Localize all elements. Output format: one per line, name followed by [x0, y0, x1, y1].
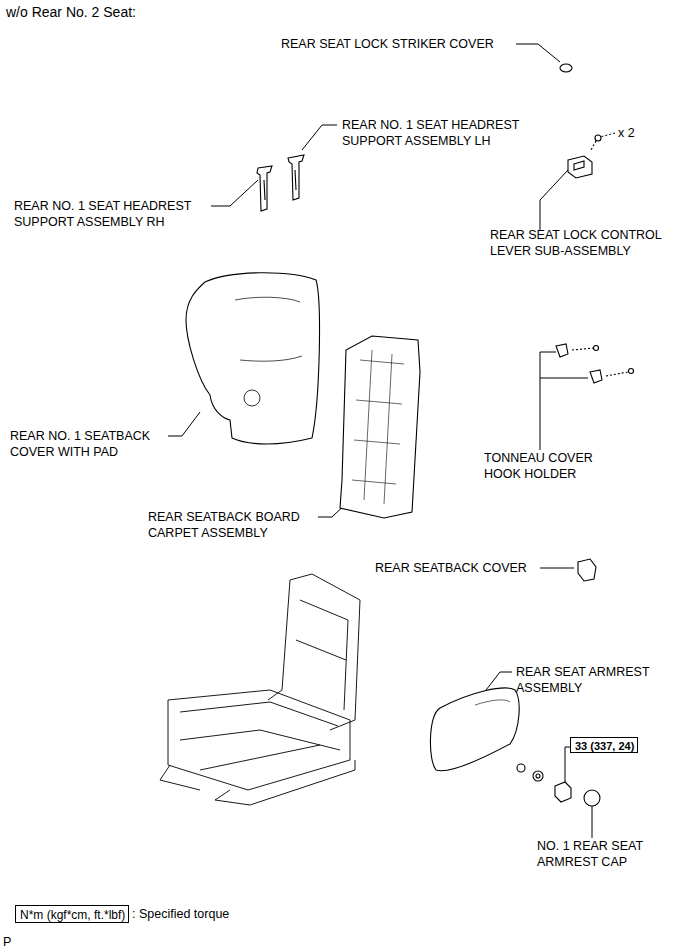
- leader-line: [302, 125, 337, 150]
- torque-value: 33 (337, 24): [575, 740, 633, 752]
- armrest: [430, 688, 519, 771]
- washer: [517, 764, 525, 772]
- part-label: : Specified torque: [132, 906, 229, 922]
- part-label: REAR SEAT LOCK CONTROL LEVER SUB-ASSEMBL…: [490, 227, 686, 259]
- leader-line: [592, 806, 593, 838]
- headrest-support-lh: [288, 155, 304, 200]
- leader-line: [540, 568, 574, 569]
- seat-frame: [160, 574, 360, 805]
- part-label: REAR NO. 1 SEAT HEADREST SUPPORT ASSEMBL…: [342, 117, 547, 149]
- headrest-support-rh: [257, 166, 272, 211]
- part-label: P: [3, 934, 11, 950]
- hook-holder: [590, 370, 602, 383]
- torque-value: N*m (kgf*cm, ft.*lbf): [20, 908, 124, 922]
- part-label: REAR NO. 1 SEATBACK COVER WITH PAD: [10, 428, 180, 460]
- seatback-cover-pad: [186, 273, 319, 444]
- leader-line: [600, 133, 615, 137]
- leader-line: [211, 180, 258, 206]
- torque-box: 33 (337, 24): [570, 737, 638, 753]
- lock-control-lever: [568, 135, 601, 178]
- rear-seatback-cover: [578, 559, 596, 581]
- part-label: REAR SEAT LOCK STRIKER COVER: [281, 36, 494, 52]
- armrest-cap: [584, 790, 600, 806]
- leader-line: [516, 44, 560, 62]
- hook-holder: [556, 344, 568, 357]
- leader-line: [540, 378, 588, 379]
- seatback-board: [340, 336, 420, 518]
- striker-cover: [560, 64, 572, 72]
- part-label: TONNEAU COVER HOOK HOLDER: [484, 450, 614, 482]
- part-label: REAR SEAT ARMREST ASSEMBLY: [516, 664, 674, 696]
- torque-box: N*m (kgf*cm, ft.*lbf): [15, 905, 129, 923]
- part-label: x 2: [618, 125, 635, 141]
- leader-line: [540, 170, 568, 230]
- washer: [533, 771, 543, 781]
- part-label: NO. 1 REAR SEAT ARMREST CAP: [537, 838, 671, 870]
- part-label: REAR SEATBACK COVER: [375, 560, 527, 576]
- part-label: REAR NO. 1 SEAT HEADREST SUPPORT ASSEMBL…: [14, 198, 217, 230]
- page-title: w/o Rear No. 2 Seat:: [6, 4, 136, 20]
- leader-line: [540, 352, 556, 450]
- leader-line: [168, 412, 200, 436]
- part-label: REAR SEATBACK BOARD CARPET ASSEMBLY: [148, 509, 328, 541]
- bolt: [555, 782, 571, 802]
- leader-line: [486, 672, 512, 690]
